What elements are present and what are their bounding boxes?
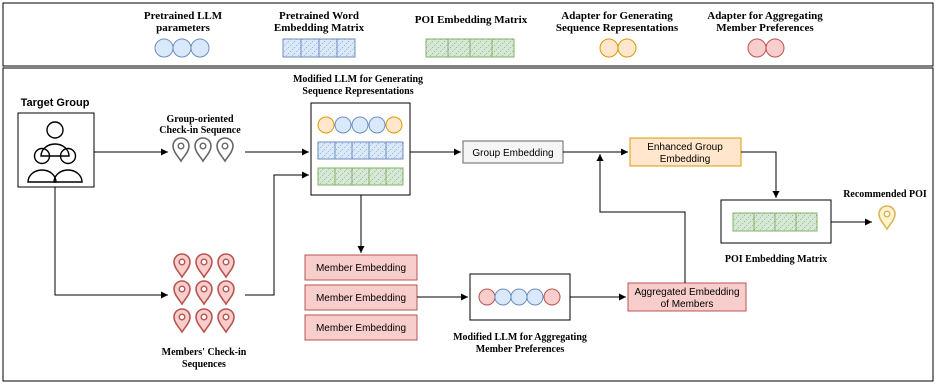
group-checkin-pins (172, 137, 234, 163)
aggregated-embedding-line2: of Members (661, 299, 714, 310)
location-pin-icon (195, 253, 213, 279)
location-pin-icon (217, 253, 235, 279)
location-pin-icon (195, 308, 213, 334)
diagram-frame (2, 67, 934, 382)
location-pin-icon (172, 137, 190, 163)
poi-matrix-cells (732, 212, 818, 232)
aggregated-embedding-box (627, 282, 747, 312)
location-pin-icon (217, 308, 235, 334)
location-pin-icon (173, 253, 191, 279)
group-embedding-label: Group Embedding (472, 148, 553, 159)
member-embedding-label-2: Member Embedding (316, 293, 406, 304)
legend-adapter1-line2: Sequence Representations (556, 22, 679, 34)
legend-poi-line1: POI Embedding Matrix (415, 14, 528, 26)
members-sequence-line1: Members' Check-in (162, 347, 247, 358)
legend-item-word-embedding: Pretrained Word Embedding Matrix (274, 10, 365, 58)
legend-adapter2-line1: Adapter for Aggregating (707, 10, 823, 22)
llm-parameter-circles-icon (154, 38, 210, 58)
target-group-label: Target Group (21, 97, 90, 109)
legend-item-poi-matrix: POI Embedding Matrix (415, 14, 528, 58)
poi-embedding-matrix-icon (425, 38, 515, 58)
location-pin-icon (878, 205, 896, 231)
recommended-poi-pin (878, 205, 896, 231)
enhanced-group-embedding-box (629, 137, 742, 167)
member-embedding-box-1 (304, 254, 418, 281)
legend-item-adapter-aggregating: Adapter for Aggregating Member Preferenc… (707, 10, 823, 58)
group-sequence-line1: Group-oriented (166, 114, 233, 125)
member-embedding-label-1: Member Embedding (316, 263, 406, 274)
legend-word-line1: Pretrained Word (279, 10, 359, 22)
member-embedding-box-3 (304, 314, 418, 341)
group-users-icon (27, 121, 83, 183)
location-pin-icon (173, 308, 191, 334)
member-embedding-label-3: Member Embedding (316, 323, 406, 334)
llm-aggregating-title-line2: Member Preferences (476, 344, 565, 355)
legend-llm-line1: Pretrained LLM (144, 10, 223, 22)
llm-generating-word-matrix (317, 141, 404, 160)
poi-matrix-label: POI Embedding Matrix (725, 254, 827, 265)
llm-generating-poi-matrix (317, 167, 404, 186)
legend-word-line2: Embedding Matrix (274, 22, 365, 34)
llm-generating-title-line2: Sequence Representations (302, 86, 413, 97)
llm-generating-param-circles (317, 116, 403, 134)
enhanced-embedding-line1: Enhanced Group (647, 142, 723, 153)
legend-item-adapter-generating: Adapter for Generating Sequence Represen… (556, 10, 679, 58)
members-sequence-line2: Sequences (182, 359, 226, 370)
word-embedding-matrix-icon (282, 38, 356, 58)
adapter-generating-circles-icon (599, 38, 637, 58)
legend-adapter2-line2: Member Preferences (716, 22, 814, 34)
enhanced-embedding-line2: Embedding (660, 154, 711, 165)
llm-aggregating-title-line1: Modified LLM for Aggregating (453, 332, 587, 343)
location-pin-icon (173, 280, 191, 306)
members-checkin-pins (173, 253, 235, 334)
location-pin-icon (195, 280, 213, 306)
legend-item-llm-parameters: Pretrained LLM parameters (144, 10, 223, 58)
connector-arrows (54, 148, 872, 301)
recommended-poi-label: Recommended POI (843, 189, 927, 200)
location-pin-icon (194, 137, 212, 163)
location-pin-icon (216, 137, 234, 163)
llm-aggregating-param-circles (478, 288, 561, 306)
legend-adapter1-line1: Adapter for Generating (561, 10, 673, 22)
llm-generating-title-line1: Modified LLM for Generating (293, 74, 423, 85)
member-embedding-box-2 (304, 284, 418, 311)
legend-llm-line2: parameters (156, 22, 210, 34)
adapter-aggregating-circles-icon (747, 38, 785, 58)
location-pin-icon (217, 280, 235, 306)
aggregated-embedding-line1: Aggregated Embedding (634, 287, 739, 298)
group-sequence-line2: Check-in Sequence (159, 125, 241, 136)
